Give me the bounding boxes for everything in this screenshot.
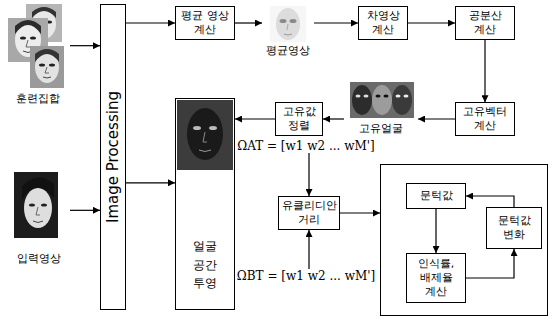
nose <box>287 24 288 30</box>
flow-arrow <box>466 196 514 207</box>
weight-vector-label: ΩAT = [w1 w2 ... wM'] <box>235 139 377 153</box>
flow-arrow <box>323 118 344 119</box>
flow-arrow <box>418 118 455 119</box>
process-block: Image Processing <box>100 4 126 310</box>
eye <box>41 203 47 206</box>
eye <box>30 36 36 39</box>
box-label: 문턱값 변화 <box>490 214 538 242</box>
hair <box>32 7 56 18</box>
eye <box>193 126 201 130</box>
process-box: 차영상 계산 <box>358 6 408 40</box>
mean-face-image <box>270 6 306 42</box>
eye <box>376 95 381 98</box>
box-label: 인식률, 배제율 계산 <box>410 257 462 298</box>
face-shape <box>352 85 372 115</box>
process-box: 인식률, 배제율 계산 <box>406 253 466 303</box>
face-shape <box>392 85 412 115</box>
face-image: 평균영상 <box>262 4 314 58</box>
eye <box>20 36 26 39</box>
nose <box>26 40 30 47</box>
flow-arrow <box>435 209 436 253</box>
eye <box>404 95 409 98</box>
process-box: 고유벡터 계산 <box>455 102 515 136</box>
eye <box>29 203 35 206</box>
box-label: 고유벡터 계산 <box>459 105 511 133</box>
flow-arrow <box>340 212 380 213</box>
eye <box>290 19 297 23</box>
photo-ground <box>270 6 306 42</box>
weight-vector-label: ΩBT = [w1 w2 ... wM'] <box>235 269 377 283</box>
photo-ground <box>177 100 233 170</box>
process-box: 문턱값 변화 <box>486 207 542 249</box>
mouth <box>43 77 51 78</box>
nose <box>36 207 40 215</box>
image-caption: 평균영상 <box>266 44 310 58</box>
projection-box: 얼굴 공간 투영 <box>175 98 235 310</box>
process-box: 문턱값 <box>406 183 466 209</box>
face-shape <box>276 8 300 40</box>
recognition-group: 문턱값문턱값 변화인식률, 배제율 계산 <box>380 164 548 316</box>
eigenface-image <box>350 82 414 118</box>
nose <box>203 132 207 142</box>
box-label: 공분산 계산 <box>459 9 511 37</box>
flow-arrow <box>314 22 358 23</box>
flow-arrow <box>235 118 275 119</box>
mouth <box>284 34 292 35</box>
box-label: 얼굴 공간 투영 <box>188 237 222 293</box>
image-caption: 훈련집합 <box>16 92 60 106</box>
image-caption: 입력영상 <box>17 252 61 266</box>
flow-arrow <box>235 22 262 23</box>
process-box: 고유값 정렬 <box>275 102 323 136</box>
box-label: 고유값 정렬 <box>279 105 319 133</box>
eye <box>39 64 45 67</box>
training-face-photo <box>30 46 64 88</box>
eye <box>280 19 287 23</box>
flow-arrow <box>126 182 175 183</box>
face-image: 훈련집합 <box>6 2 70 106</box>
eye <box>209 126 217 130</box>
flow-arrow <box>408 22 455 23</box>
hair <box>15 20 41 34</box>
hair <box>35 49 59 62</box>
photo-ground <box>350 82 414 118</box>
eye <box>396 95 401 98</box>
input-face-photo <box>14 172 58 238</box>
box-label: 평균 영상 계산 <box>179 9 231 37</box>
face-shape <box>24 188 52 228</box>
box-label: 문턱값 <box>420 189 453 203</box>
photo-ground <box>14 172 58 238</box>
face-image: 입력영상 <box>8 170 70 266</box>
face-shape <box>187 108 223 160</box>
flow-arrow <box>484 40 485 102</box>
image-caption: 고유얼굴 <box>359 122 403 136</box>
hair <box>22 177 54 200</box>
eye <box>364 95 369 98</box>
mouth <box>199 150 211 152</box>
process-box: 평균 영상 계산 <box>175 6 235 40</box>
mouth <box>33 221 43 223</box>
process-box: 유클리디안 거리 <box>278 196 340 230</box>
flow-arrow <box>70 210 100 211</box>
flow-arrow <box>70 45 100 46</box>
process-box: 공분산 계산 <box>455 6 515 40</box>
box-label: 유클리디안 거리 <box>282 199 336 227</box>
flow-arrow <box>466 249 514 278</box>
eye <box>356 95 361 98</box>
eye <box>49 64 55 67</box>
projected-face-image <box>177 100 233 170</box>
nose <box>45 67 49 73</box>
flow-arrow <box>126 22 175 23</box>
eye <box>384 95 389 98</box>
face-shape <box>372 85 392 115</box>
box-label: Image Processing <box>104 91 122 223</box>
photo-ground <box>30 46 64 88</box>
box-label: 차영상 계산 <box>362 9 404 37</box>
face-image: 고유얼굴 <box>344 80 418 136</box>
flow-arrow <box>235 146 309 196</box>
